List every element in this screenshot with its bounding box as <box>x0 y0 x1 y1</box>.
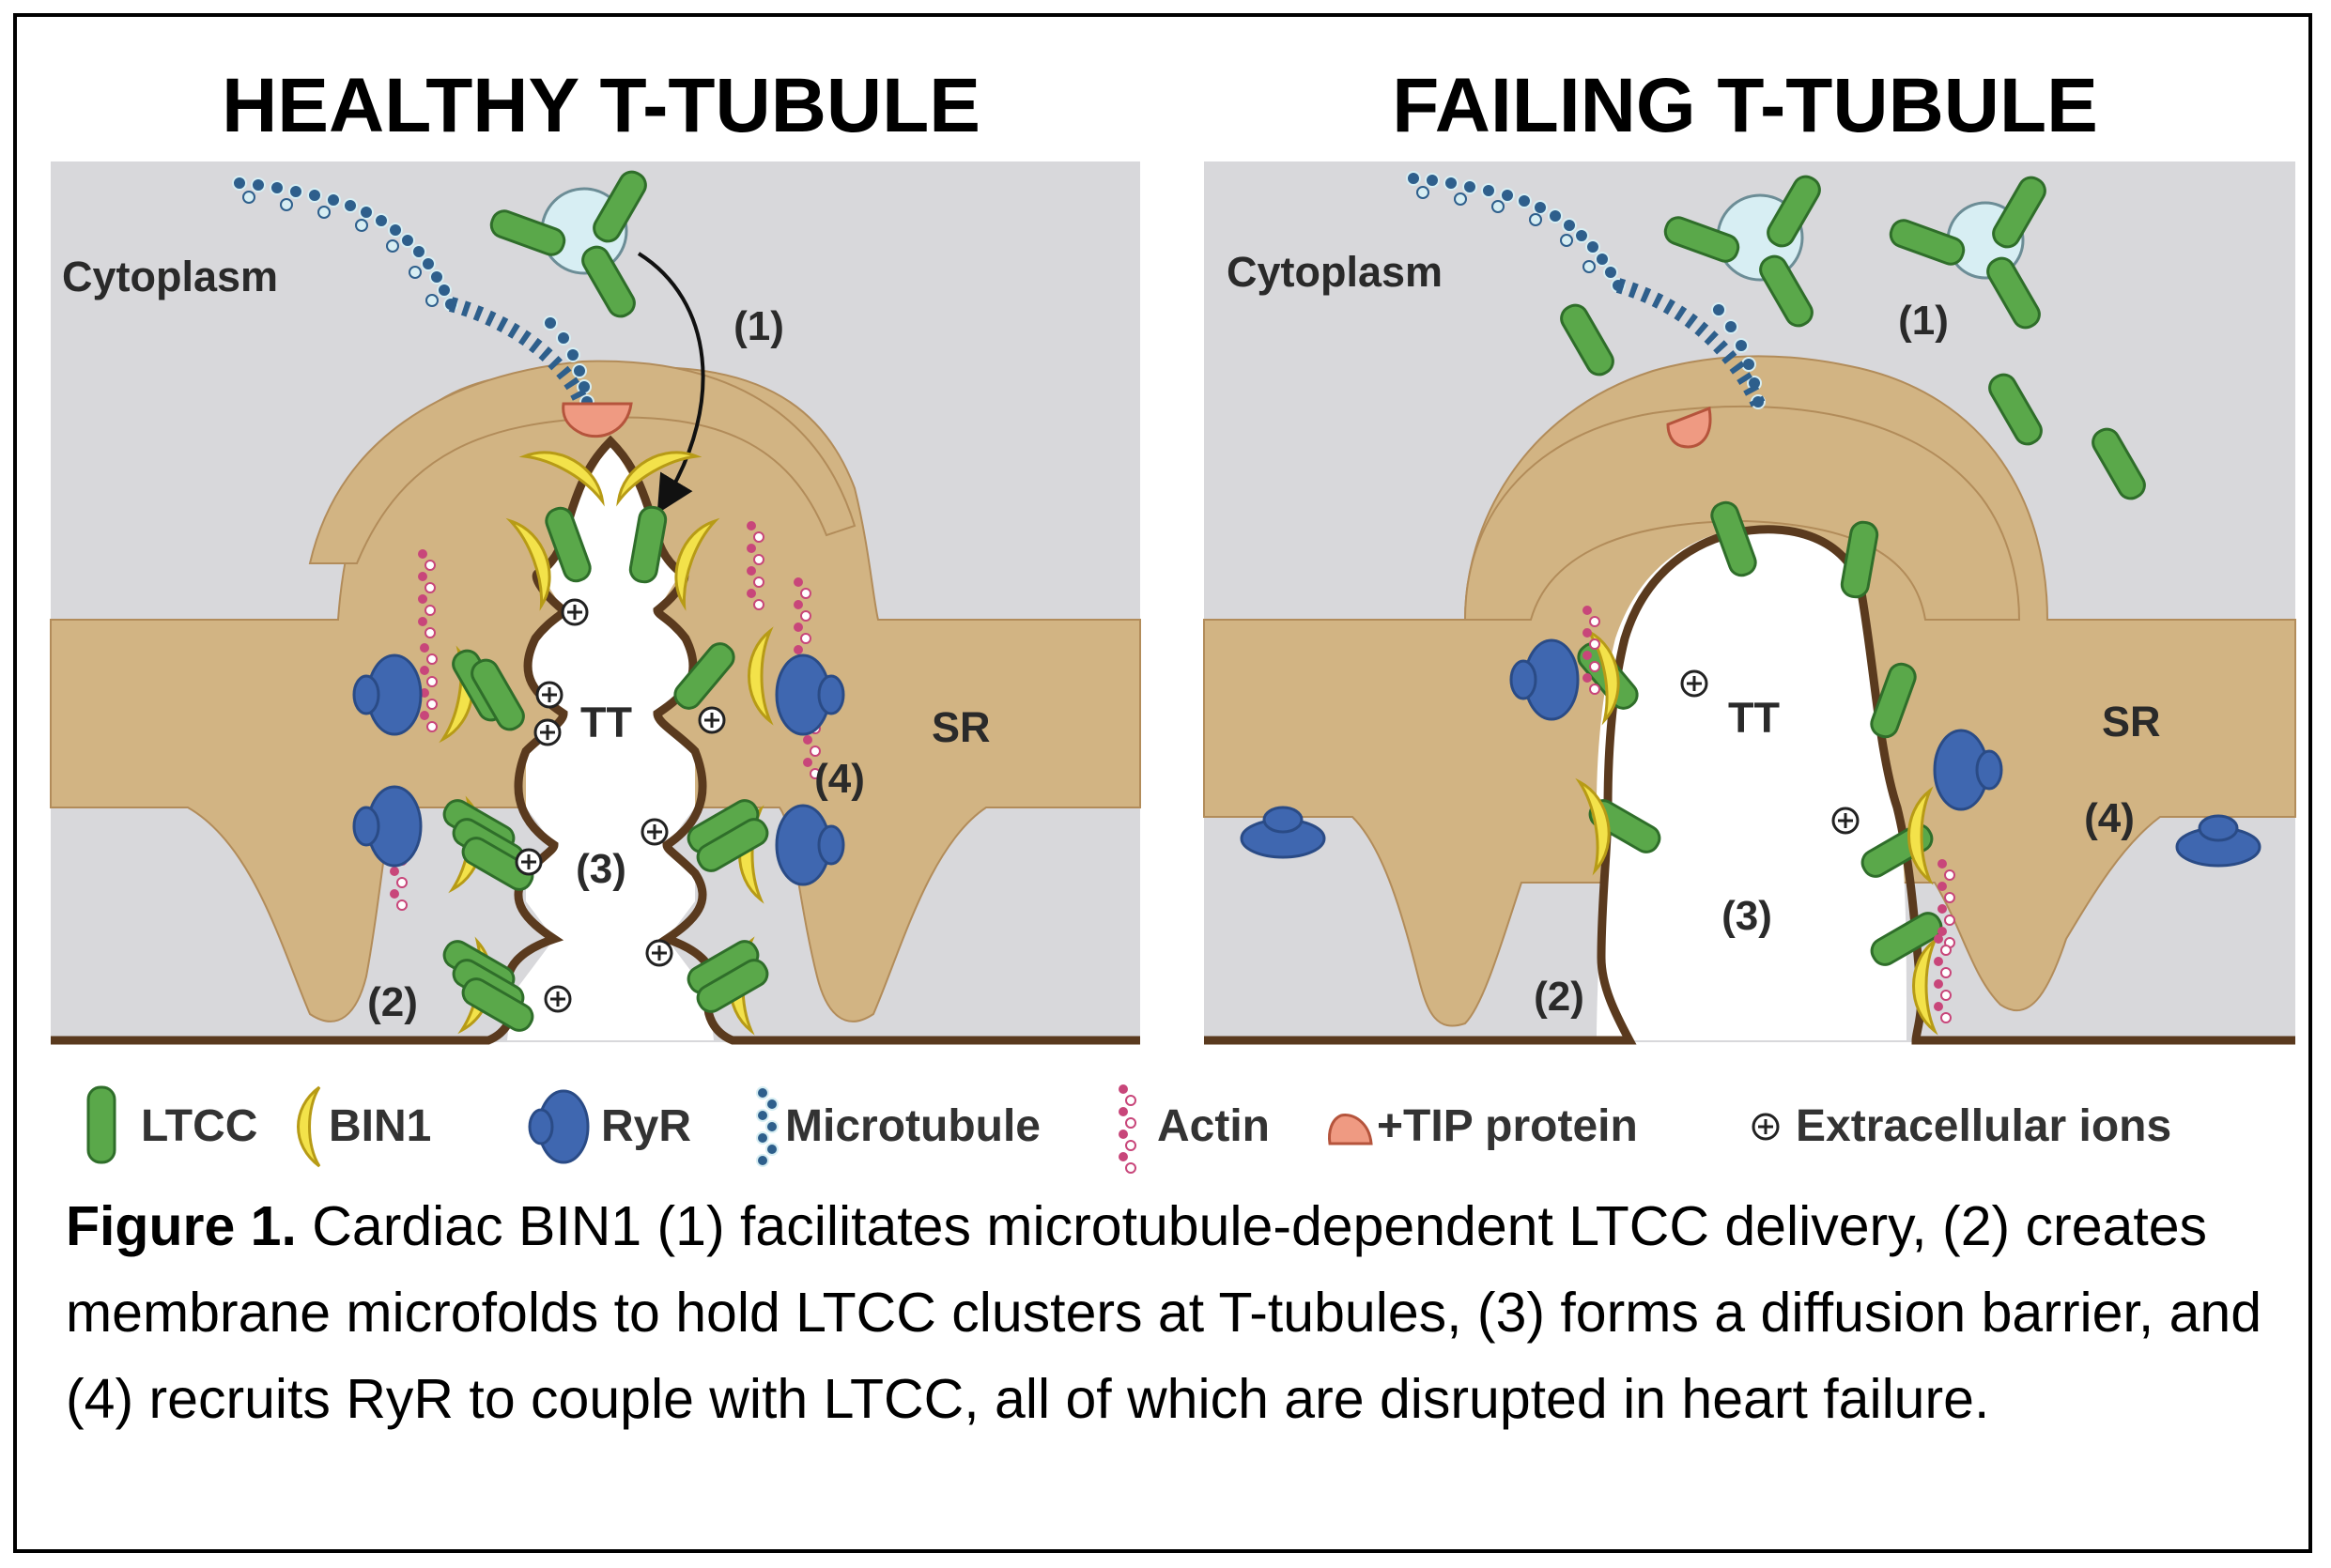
healthy-ion <box>561 598 589 626</box>
healthy-ion <box>544 985 572 1013</box>
healthy-marker-4: (4) <box>814 756 865 802</box>
legend-tip-label: +TIP protein <box>1377 1101 1638 1151</box>
healthy-tt-label: TT <box>580 699 632 746</box>
legend-bin1-icon <box>297 1085 321 1168</box>
healthy-tubule-lumen <box>507 441 714 1040</box>
legend-ions-label: Extracellular ions <box>1796 1101 2171 1151</box>
failing-ion <box>1680 669 1708 698</box>
healthy-ion <box>535 681 563 709</box>
failing-title: FAILING T-TUBULE <box>1392 63 2098 148</box>
failing-tubule-lumen <box>1597 528 1906 1040</box>
failing-marker-4: (4) <box>2084 795 2135 841</box>
healthy-panel: HEALTHY T-TUBULE <box>50 63 1141 1045</box>
failing-panel: FAILING T-TUBULE <box>1203 63 2296 1045</box>
legend-ryr-label: RyR <box>601 1101 691 1151</box>
legend-actin-label: Actin <box>1157 1101 1270 1151</box>
failing-sr-cap <box>1463 405 2021 621</box>
failing-microtubule-tail <box>1615 278 1766 407</box>
healthy-microtubule <box>232 176 594 409</box>
healthy-ion <box>641 818 669 846</box>
healthy-title: HEALTHY T-TUBULE <box>222 63 980 148</box>
failing-marker-3: (3) <box>1721 893 1772 939</box>
failing-ion <box>1831 807 1860 835</box>
legend-ion-icon <box>1752 1113 1780 1141</box>
healthy-tt-membrane <box>51 435 1140 1045</box>
caption-text: Cardiac BIN1 (1) facilitates microtubule… <box>66 1195 2262 1430</box>
legend: LTCC BIN1 RyR Microtubule Actin +TIP pro… <box>86 1084 2171 1174</box>
failing-cytoplasm-label: Cytoplasm <box>1227 248 1443 296</box>
legend-bin1-label: BIN1 <box>329 1101 431 1151</box>
legend-actin-icon <box>1118 1084 1136 1174</box>
healthy-ion <box>645 939 673 967</box>
legend-ltcc-label: LTCC <box>141 1101 257 1151</box>
figure-caption: Figure 1. Cardiac BIN1 (1) facilitates m… <box>66 1183 2282 1442</box>
healthy-cytoplasm-label: Cytoplasm <box>62 253 278 300</box>
failing-marker-2: (2) <box>1534 974 1584 1020</box>
legend-ltcc-icon <box>86 1085 116 1164</box>
failing-microtubule <box>1406 171 1766 409</box>
healthy-marker-1: (1) <box>733 303 784 349</box>
healthy-ion <box>698 706 726 734</box>
failing-marker-1: (1) <box>1898 298 1949 344</box>
legend-ryr-icon <box>528 1089 590 1164</box>
healthy-marker-2: (2) <box>367 979 418 1025</box>
caption-figure-label: Figure 1. <box>66 1195 297 1257</box>
healthy-sr-cap <box>308 360 857 564</box>
healthy-ion <box>533 718 562 746</box>
healthy-ion <box>515 848 543 876</box>
legend-microtubule-icon <box>756 1086 779 1167</box>
failing-sr-label: SR <box>2102 698 2161 746</box>
failing-tt-label: TT <box>1728 694 1780 742</box>
legend-microtubule-label: Microtubule <box>785 1101 1041 1151</box>
healthy-marker-3: (3) <box>576 846 626 892</box>
healthy-sr-label: SR <box>932 703 991 751</box>
failing-tip-protein <box>1666 406 1712 449</box>
healthy-delivery-arrow <box>637 252 705 515</box>
legend-tip-icon <box>1328 1113 1373 1145</box>
healthy-tip-protein <box>562 402 633 438</box>
